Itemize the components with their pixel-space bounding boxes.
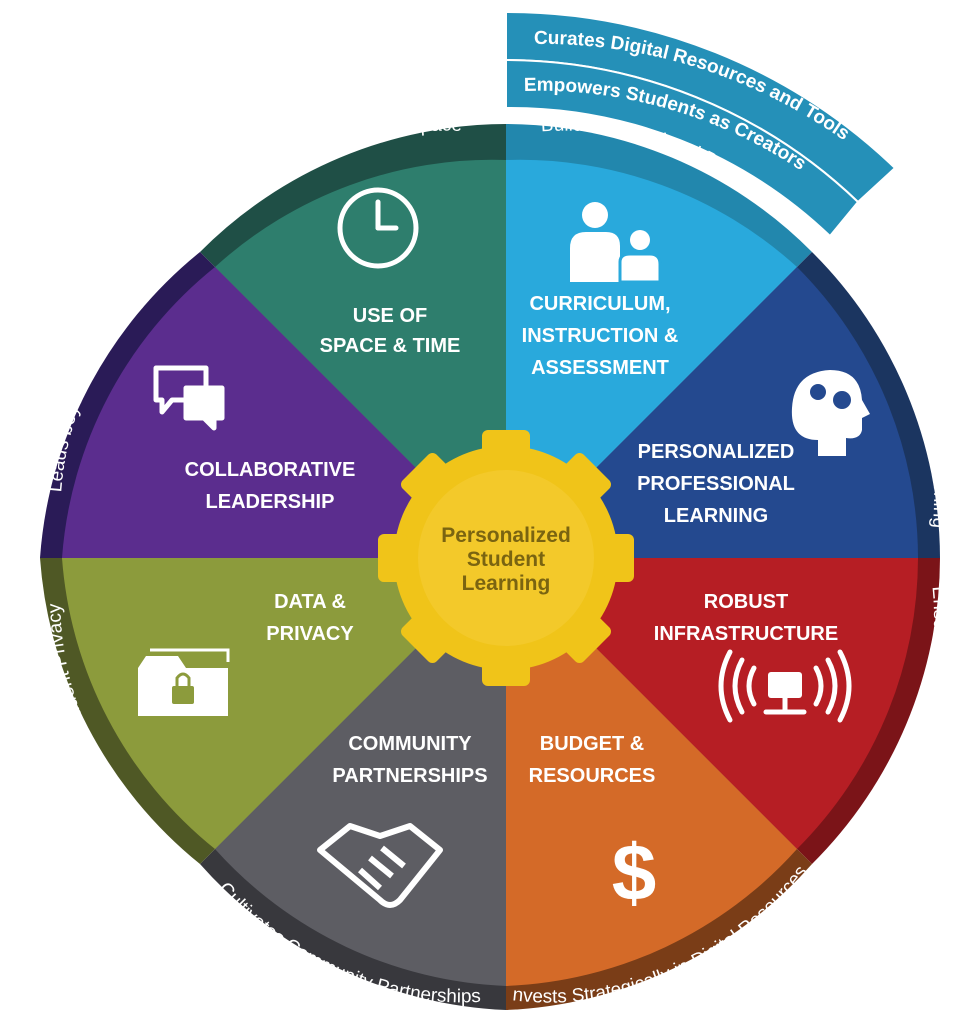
center-gear: Personalized Student Learning [378, 430, 634, 686]
network-signal-icon [718, 649, 852, 723]
title-space-2: SPACE & TIME [320, 335, 461, 357]
center-line-3: Learning [462, 572, 551, 595]
title-prof-3: LEARNING [664, 505, 768, 527]
title-budget-2: RESOURCES [529, 765, 656, 787]
segment-titles: USE OF SPACE & TIME CURRICULUM, INSTRUCT… [185, 293, 839, 787]
clock-icon [337, 187, 419, 269]
title-lead-2: LEADERSHIP [206, 491, 335, 513]
title-curr-2: INSTRUCTION & [522, 325, 679, 347]
title-lead-1: COLLABORATIVE [185, 459, 356, 481]
segment-leadership [62, 267, 506, 558]
dollar-icon: $ [612, 828, 657, 917]
title-prof-1: PERSONALIZED [638, 441, 795, 463]
title-data-2: PRIVACY [266, 623, 354, 645]
title-infra-2: INFRASTRUCTURE [654, 623, 838, 645]
handshake-icon [317, 823, 443, 908]
extension-tab-1 [505, 58, 860, 238]
segment-budget [506, 558, 797, 986]
segment-data-privacy [62, 558, 506, 849]
title-budget-1: BUDGET & [540, 733, 644, 755]
title-curr-3: ASSESSMENT [531, 357, 669, 379]
center-line-1: Personalized [441, 524, 571, 547]
title-comm-2: PARTNERSHIPS [332, 765, 487, 787]
title-space-1: USE OF [353, 305, 427, 327]
folder-lock-icon [138, 648, 230, 716]
head-gears-icon [791, 370, 870, 456]
center-line-2: Student [467, 548, 545, 571]
teacher-student-icon [570, 202, 662, 284]
title-comm-1: COMMUNITY [348, 733, 472, 755]
title-curr-1: CURRICULUM, [529, 293, 670, 315]
title-prof-2: PROFESSIONAL [637, 473, 795, 495]
title-data-1: DATA & [274, 591, 346, 613]
title-infra-1: ROBUST [704, 591, 788, 613]
speech-bubbles-icon [153, 365, 225, 431]
segment-community [215, 558, 506, 986]
